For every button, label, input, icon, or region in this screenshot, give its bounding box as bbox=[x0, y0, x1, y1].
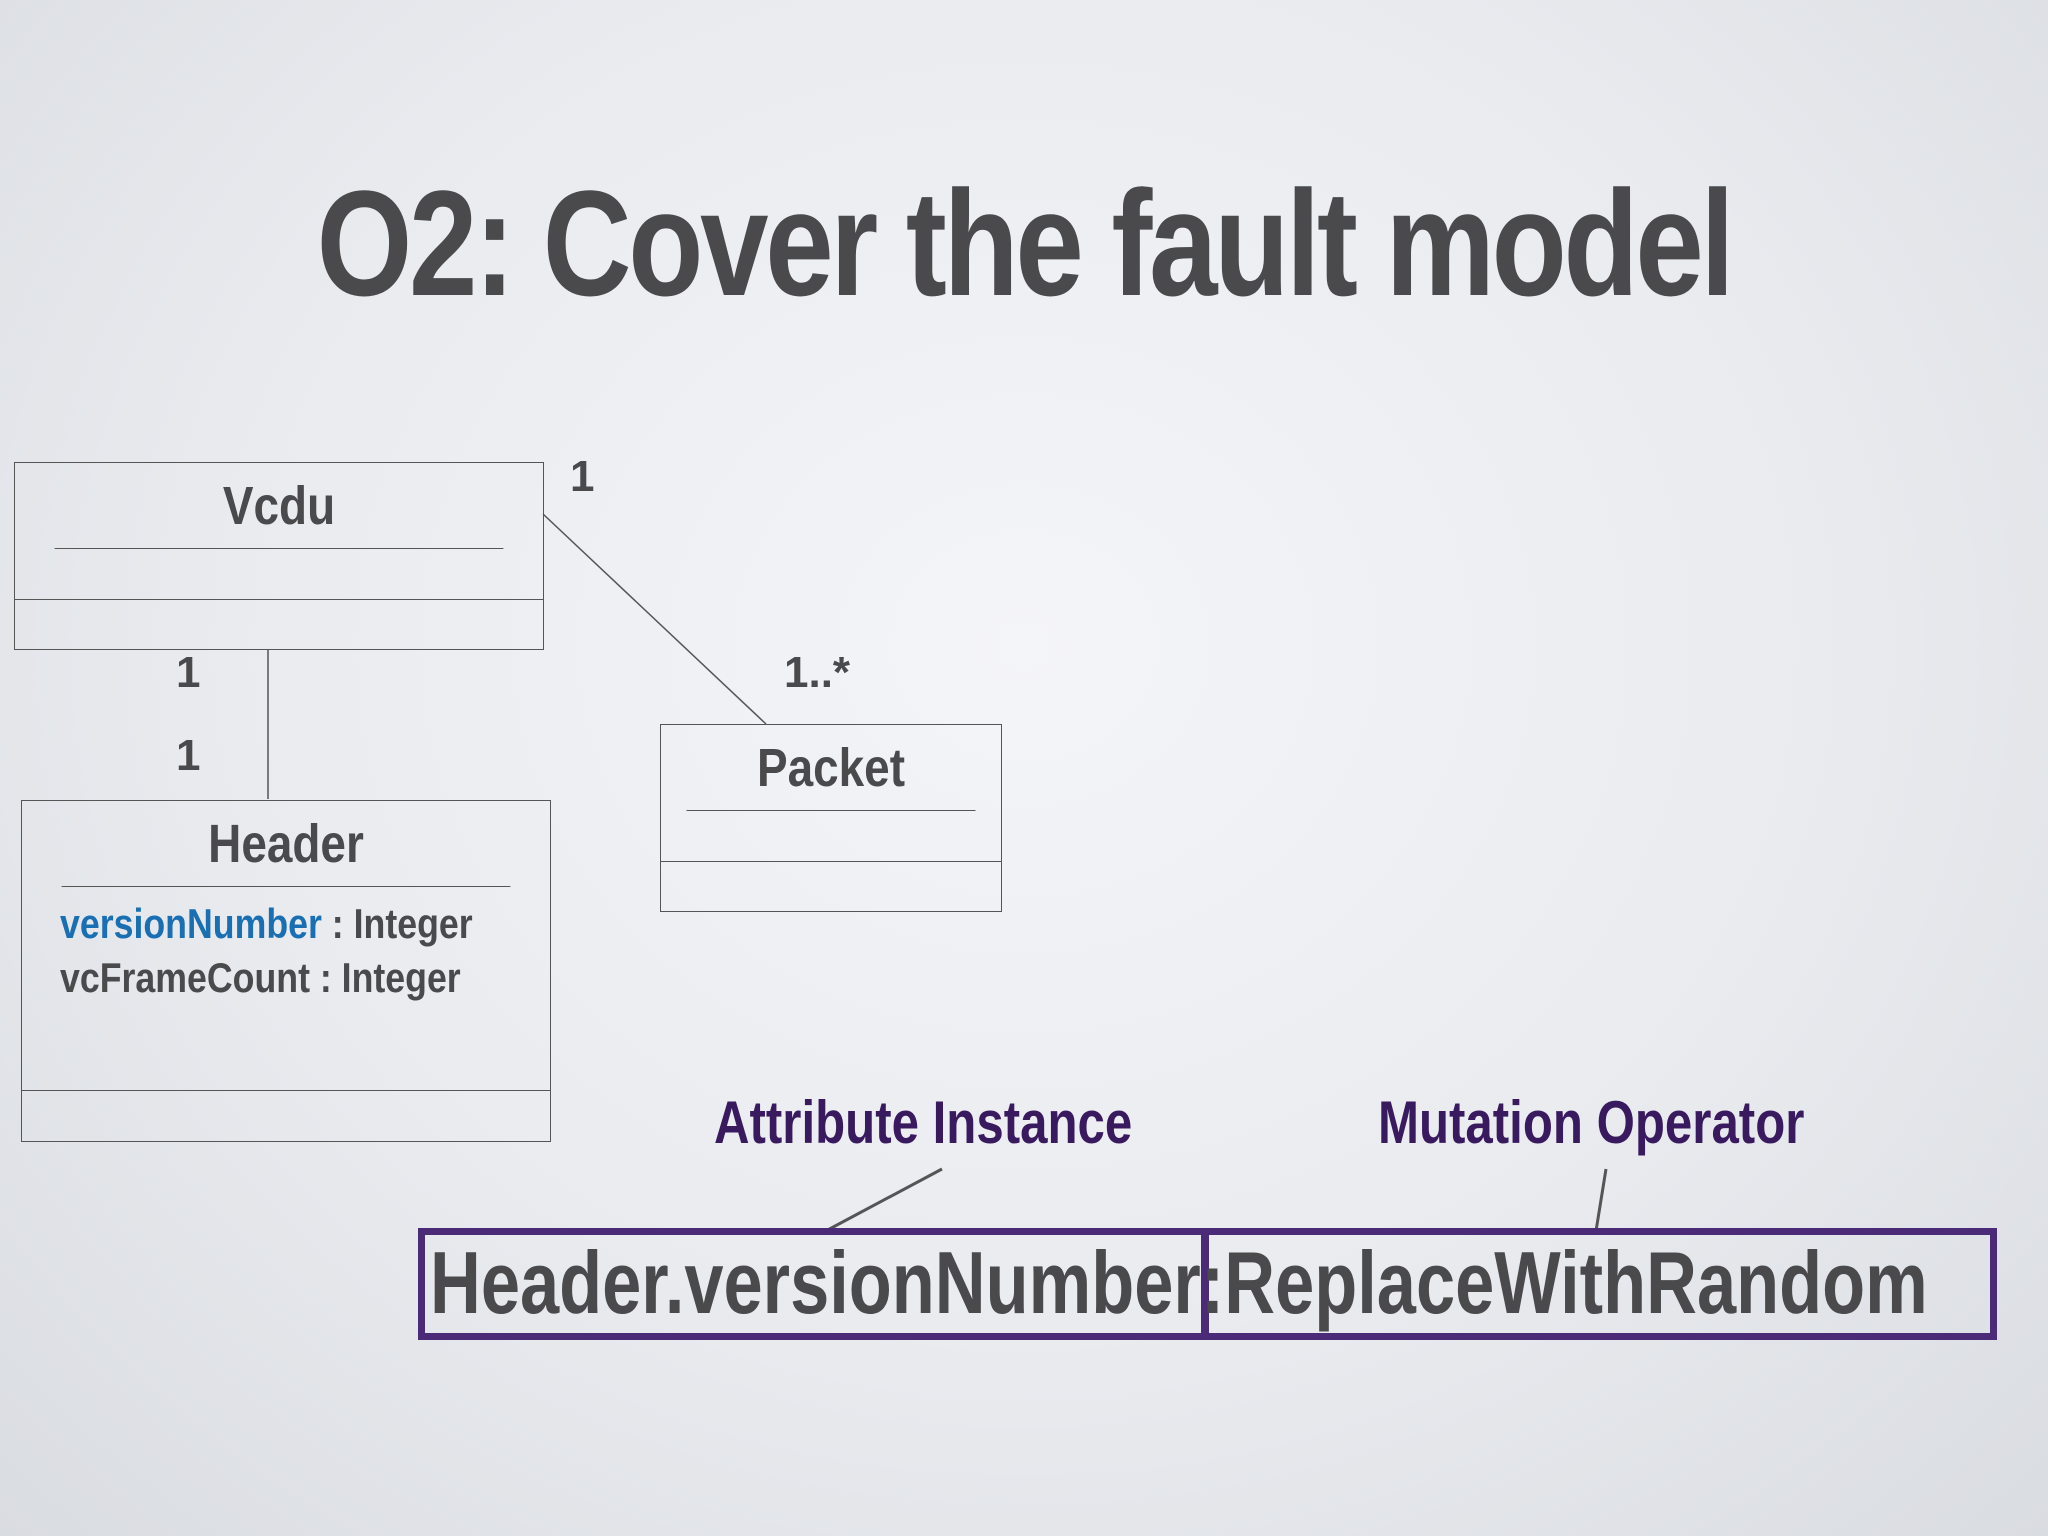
class-attributes-vcdu bbox=[15, 549, 543, 600]
class-attributes-packet bbox=[661, 811, 1001, 862]
association-vcdu-packet bbox=[542, 513, 767, 725]
mutation-expression: Header.versionNumber:ReplaceWithRandom bbox=[430, 1233, 1928, 1333]
slide-title: O2: Cover the fault model bbox=[316, 159, 1735, 327]
class-operations-packet bbox=[661, 862, 1001, 911]
attribute-type: : Integer bbox=[321, 900, 473, 947]
mutation-operator-box bbox=[1201, 1228, 1997, 1340]
attribute-row: vcFrameCount : Integer bbox=[60, 951, 477, 1005]
expression-operator: ReplaceWithRandom bbox=[1224, 1233, 1928, 1332]
multiplicity-vcdu-packet-packet-end: 1..* bbox=[784, 648, 851, 697]
expression-separator: : bbox=[1200, 1233, 1225, 1332]
class-name-vcdu: Vcdu bbox=[54, 463, 504, 549]
expression-attribute: Header.versionNumber bbox=[430, 1233, 1201, 1332]
attribute-type: : Integer bbox=[309, 954, 461, 1001]
attribute-name: versionNumber bbox=[60, 900, 322, 947]
attribute-name: vcFrameCount bbox=[60, 954, 310, 1001]
multiplicity-vcdu-packet-vcdu-end: 1 bbox=[570, 452, 595, 501]
callout-attribute-instance: Attribute Instance bbox=[714, 1089, 1133, 1156]
callout-mutation-operator: Mutation Operator bbox=[1378, 1089, 1805, 1156]
uml-class-vcdu: Vcdu bbox=[14, 462, 544, 650]
multiplicity-vcdu-header-header-end: 1 bbox=[176, 731, 201, 780]
class-operations-header bbox=[22, 1091, 550, 1140]
uml-class-packet: Packet bbox=[660, 724, 1002, 912]
class-name-packet: Packet bbox=[686, 725, 976, 811]
callout-pointer-operator bbox=[1594, 1168, 1608, 1232]
callout-pointer-attribute bbox=[821, 1167, 943, 1235]
class-operations-vcdu bbox=[15, 600, 543, 649]
class-name-header: Header bbox=[61, 801, 511, 887]
multiplicity-vcdu-header-vcdu-end: 1 bbox=[176, 648, 201, 697]
class-attributes-header: versionNumber : Integer vcFrameCount : I… bbox=[22, 887, 550, 1091]
uml-class-header: Header versionNumber : Integer vcFrameCo… bbox=[21, 800, 551, 1142]
attribute-row: versionNumber : Integer bbox=[60, 897, 477, 951]
